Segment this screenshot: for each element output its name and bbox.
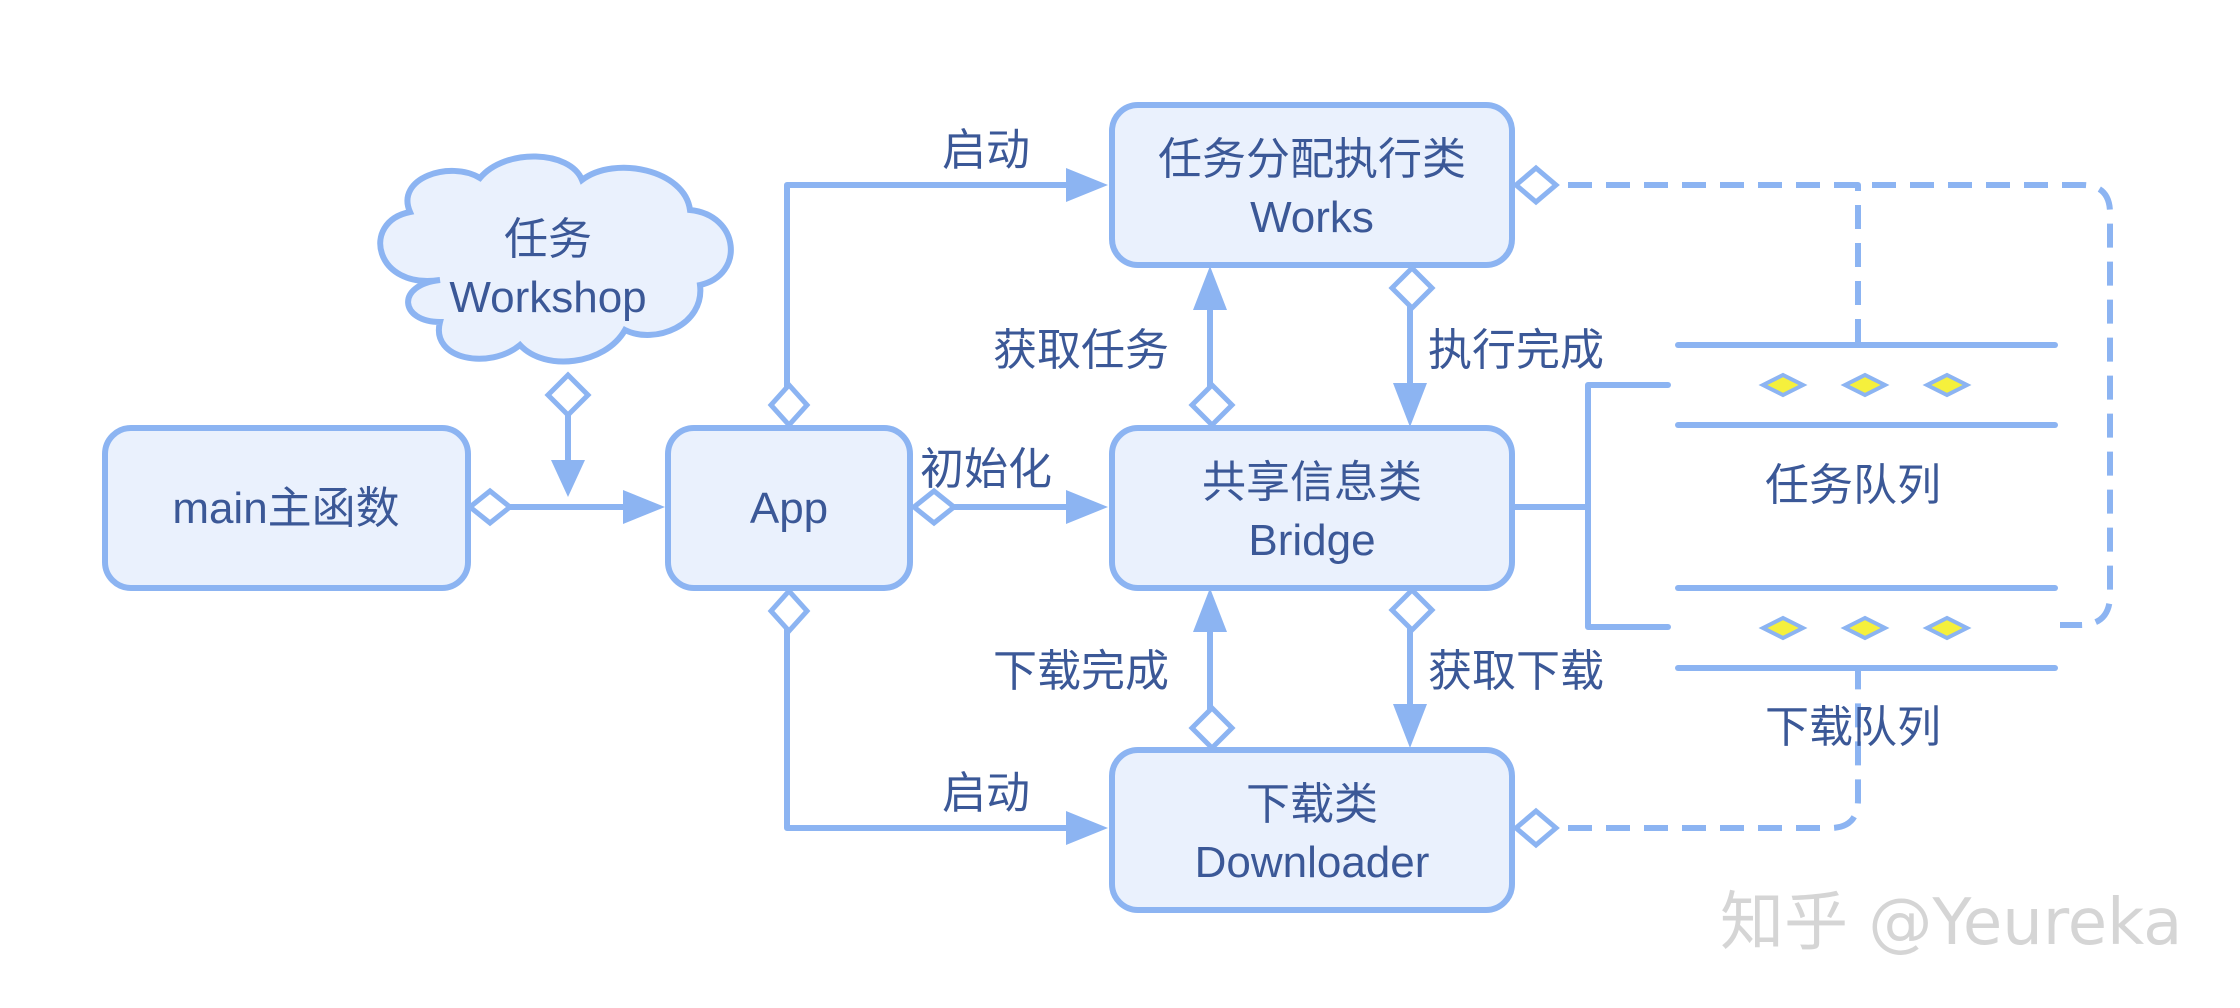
solid-connectors [485, 182, 1671, 831]
diamond-marker-icon [767, 381, 811, 429]
diamond-marker-icon [1512, 807, 1560, 849]
download-queue-item-icon [1840, 615, 1890, 641]
edge-label-exec-done: 执行完成 [1428, 326, 1604, 375]
app-label: App [750, 484, 828, 533]
arrow-into-main-app-link [551, 460, 585, 497]
edge-label-download-done: 下载完成 [993, 647, 1169, 696]
edge-labels: 启动 启动 初始化 获取任务 执行完成 下载完成 获取下载 [920, 126, 1604, 818]
main-function-label: main主函数 [172, 484, 399, 533]
arrow-into-bridge [1066, 490, 1108, 524]
edge-label-get-task: 获取任务 [993, 326, 1169, 375]
arrow-into-app [623, 490, 665, 524]
arrow-down-into-bridge [1393, 383, 1427, 427]
arrow-into-downloader [1066, 811, 1108, 845]
downloader-label-line2: Downloader [1195, 838, 1430, 887]
downloader-box [1109, 747, 1515, 913]
task-queue-label: 任务队列 [1765, 461, 1941, 510]
download-queue-item-icon [1922, 615, 1972, 641]
diamond-marker-icon [1188, 704, 1236, 752]
edge-label-get-download: 获取下载 [1428, 647, 1604, 696]
diamond-marker-icon [1188, 381, 1236, 429]
bridge-label-line1: 共享信息类 [1202, 458, 1422, 507]
watermark: 知乎 @Yeureka [1720, 886, 2182, 960]
edge-label-start-works: 启动 [942, 126, 1030, 175]
edge-label-init: 初始化 [920, 445, 1052, 494]
app-to-downloader-link [784, 605, 1078, 831]
works-label-line2: Works [1250, 193, 1374, 242]
downloader-label-line1: 下载类 [1246, 780, 1378, 829]
arrowheads [551, 168, 1427, 845]
arrow-down-into-downloader [1393, 704, 1427, 748]
works-box [1109, 102, 1515, 268]
task-queue-item-icon [1922, 372, 1972, 398]
downloader-to-download-queue-dashed-link [1530, 665, 1861, 831]
bridge-to-queues-link [1509, 382, 1671, 630]
diamond-marker-icon [909, 487, 959, 527]
works-to-task-queue-dashed-link [1530, 182, 2113, 628]
nodes: 任务 Workshop main主函数 App 任务分配执行类 Works 共享… [102, 102, 1515, 913]
workshop-label-line2: Workshop [449, 273, 646, 322]
workshop-cloud [377, 153, 734, 365]
app-to-works-link [784, 182, 1078, 408]
arrow-up-into-bridge [1193, 588, 1227, 632]
arrow-up-into-works [1193, 266, 1227, 310]
download-queue-label: 下载队列 [1765, 703, 1941, 752]
diamond-marker-icon [1388, 264, 1436, 312]
works-to-download-queue-dashed-link [1840, 182, 1861, 345]
works-label-line1: 任务分配执行类 [1158, 135, 1466, 184]
download-queue-item-icon [1758, 615, 1808, 641]
workshop-label-line1: 任务 [504, 215, 592, 264]
diamond-marker-icon [465, 487, 515, 527]
task-queue-item-icon [1840, 372, 1890, 398]
diamond-marker-icon [1512, 164, 1560, 206]
connection-markers [465, 164, 1560, 849]
dashed-connectors [1530, 182, 2113, 831]
diamond-marker-icon [767, 587, 811, 635]
diamond-marker-icon [544, 371, 592, 419]
arrow-into-works [1066, 168, 1108, 202]
diamond-marker-icon [1388, 586, 1436, 634]
task-queue-item-icon [1758, 372, 1808, 398]
bridge-label-line2: Bridge [1248, 516, 1375, 565]
bridge-box [1109, 425, 1515, 591]
queues: 任务队列 下载队列 [1675, 342, 2058, 752]
edge-label-start-downloader: 启动 [942, 769, 1030, 818]
